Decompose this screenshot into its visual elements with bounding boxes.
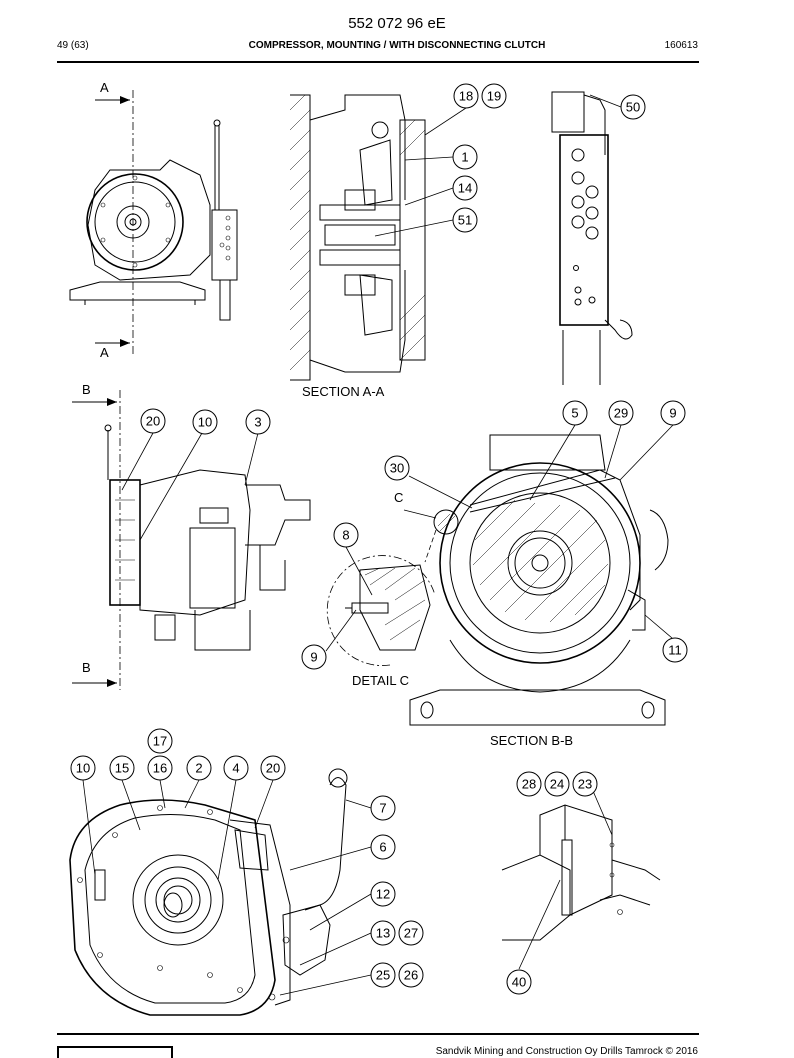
section-bb-drawing — [403, 434, 669, 726]
callout-40: 40 — [506, 969, 532, 995]
section-aa-drawing — [289, 94, 426, 381]
callout-24: 24 — [544, 771, 570, 797]
front-view-drawing — [69, 90, 238, 355]
footer-rule — [57, 1033, 699, 1035]
svg-text:20: 20 — [266, 761, 280, 776]
svg-text:18: 18 — [459, 89, 473, 104]
svg-text:4: 4 — [232, 761, 239, 776]
callout-26: 26 — [398, 962, 424, 988]
svg-text:3: 3 — [254, 415, 261, 430]
isometric-housing-drawing — [69, 768, 348, 1016]
side-panel-drawing — [551, 91, 633, 385]
callout-20: 20 — [140, 408, 166, 434]
svg-text:28: 28 — [522, 777, 536, 792]
section-marker-a-bottom: A — [100, 345, 109, 360]
callout-1: 1 — [452, 144, 478, 170]
callout-13: 13 — [370, 920, 396, 946]
callout-29: 29 — [608, 400, 634, 426]
callout-15: 15 — [109, 755, 135, 781]
callout-7: 7 — [370, 795, 396, 821]
callout-leaders — [82, 94, 674, 996]
svg-text:19: 19 — [487, 89, 501, 104]
svg-text:9: 9 — [669, 406, 676, 421]
callout-16: 16 — [147, 755, 173, 781]
svg-text:24: 24 — [550, 777, 564, 792]
callout-23: 23 — [572, 771, 598, 797]
callout-20-iso: 20 — [260, 755, 286, 781]
svg-text:8: 8 — [342, 528, 349, 543]
callout-8: 8 — [333, 522, 359, 548]
callout-2: 2 — [186, 755, 212, 781]
svg-text:12: 12 — [376, 887, 390, 902]
section-bb-label: SECTION B-B — [490, 733, 573, 748]
page-number: 49 (63) — [57, 40, 89, 51]
svg-text:2: 2 — [195, 761, 202, 776]
callout-17: 17 — [147, 728, 173, 754]
svg-text:6: 6 — [379, 840, 386, 855]
svg-text:10: 10 — [198, 415, 212, 430]
section-aa-label: SECTION A-A — [302, 384, 385, 399]
svg-text:26: 26 — [404, 968, 418, 983]
callout-50: 50 — [620, 94, 646, 120]
svg-text:5: 5 — [571, 406, 578, 421]
detail-c-label: DETAIL C — [352, 673, 409, 688]
callout-51: 51 — [452, 207, 478, 233]
detail-c-drawing — [326, 529, 437, 666]
svg-text:27: 27 — [404, 926, 418, 941]
svg-text:11: 11 — [668, 643, 682, 658]
svg-text:13: 13 — [376, 926, 390, 941]
callout-30: 30 — [384, 455, 410, 481]
callout-9: 9 — [660, 400, 686, 426]
callout-14: 14 — [452, 175, 478, 201]
callout-3: 3 — [245, 409, 271, 435]
svg-text:50: 50 — [626, 100, 640, 115]
svg-text:16: 16 — [153, 761, 167, 776]
svg-text:30: 30 — [390, 461, 404, 476]
document-number: 552 072 96 eE — [348, 15, 446, 32]
section-marker-b-bottom: B — [82, 660, 91, 675]
callout-27: 27 — [398, 920, 424, 946]
detail-c-marker: C — [394, 490, 403, 505]
svg-text:10: 10 — [76, 761, 90, 776]
svg-text:23: 23 — [578, 777, 592, 792]
callout-6: 6 — [370, 834, 396, 860]
callout-25: 25 — [370, 962, 396, 988]
callout-18: 18 — [453, 83, 479, 109]
callout-28: 28 — [516, 771, 542, 797]
callout-5: 5 — [562, 400, 588, 426]
section-marker-a-top: A — [100, 80, 109, 95]
svg-text:17: 17 — [153, 734, 167, 749]
svg-text:29: 29 — [614, 406, 628, 421]
callout-11: 11 — [662, 637, 688, 663]
svg-text:9: 9 — [310, 650, 317, 665]
side-view-b-drawing — [72, 390, 311, 690]
callout-4: 4 — [223, 755, 249, 781]
svg-text:20: 20 — [146, 414, 160, 429]
svg-text:1: 1 — [461, 150, 468, 165]
svg-text:15: 15 — [115, 761, 129, 776]
svg-text:14: 14 — [458, 181, 472, 196]
svg-text:51: 51 — [458, 213, 472, 228]
callout-12: 12 — [370, 881, 396, 907]
section-marker-b-top: B — [82, 382, 91, 397]
footer-copyright: Sandvik Mining and Construction Oy Drill… — [435, 1046, 698, 1057]
page-title: COMPRESSOR, MOUNTING / WITH DISCONNECTIN… — [248, 40, 546, 51]
company-logo — [57, 1046, 173, 1058]
callout-19: 19 — [481, 83, 507, 109]
header-rule — [57, 61, 699, 63]
isometric-bracket-drawing — [501, 804, 661, 941]
svg-text:25: 25 — [376, 968, 390, 983]
svg-text:7: 7 — [379, 801, 386, 816]
document-date: 160613 — [664, 40, 698, 51]
callout-10: 10 — [192, 409, 218, 435]
svg-text:40: 40 — [512, 975, 526, 990]
callout-10-iso: 10 — [70, 755, 96, 781]
callout-9-detail: 9 — [301, 644, 327, 670]
